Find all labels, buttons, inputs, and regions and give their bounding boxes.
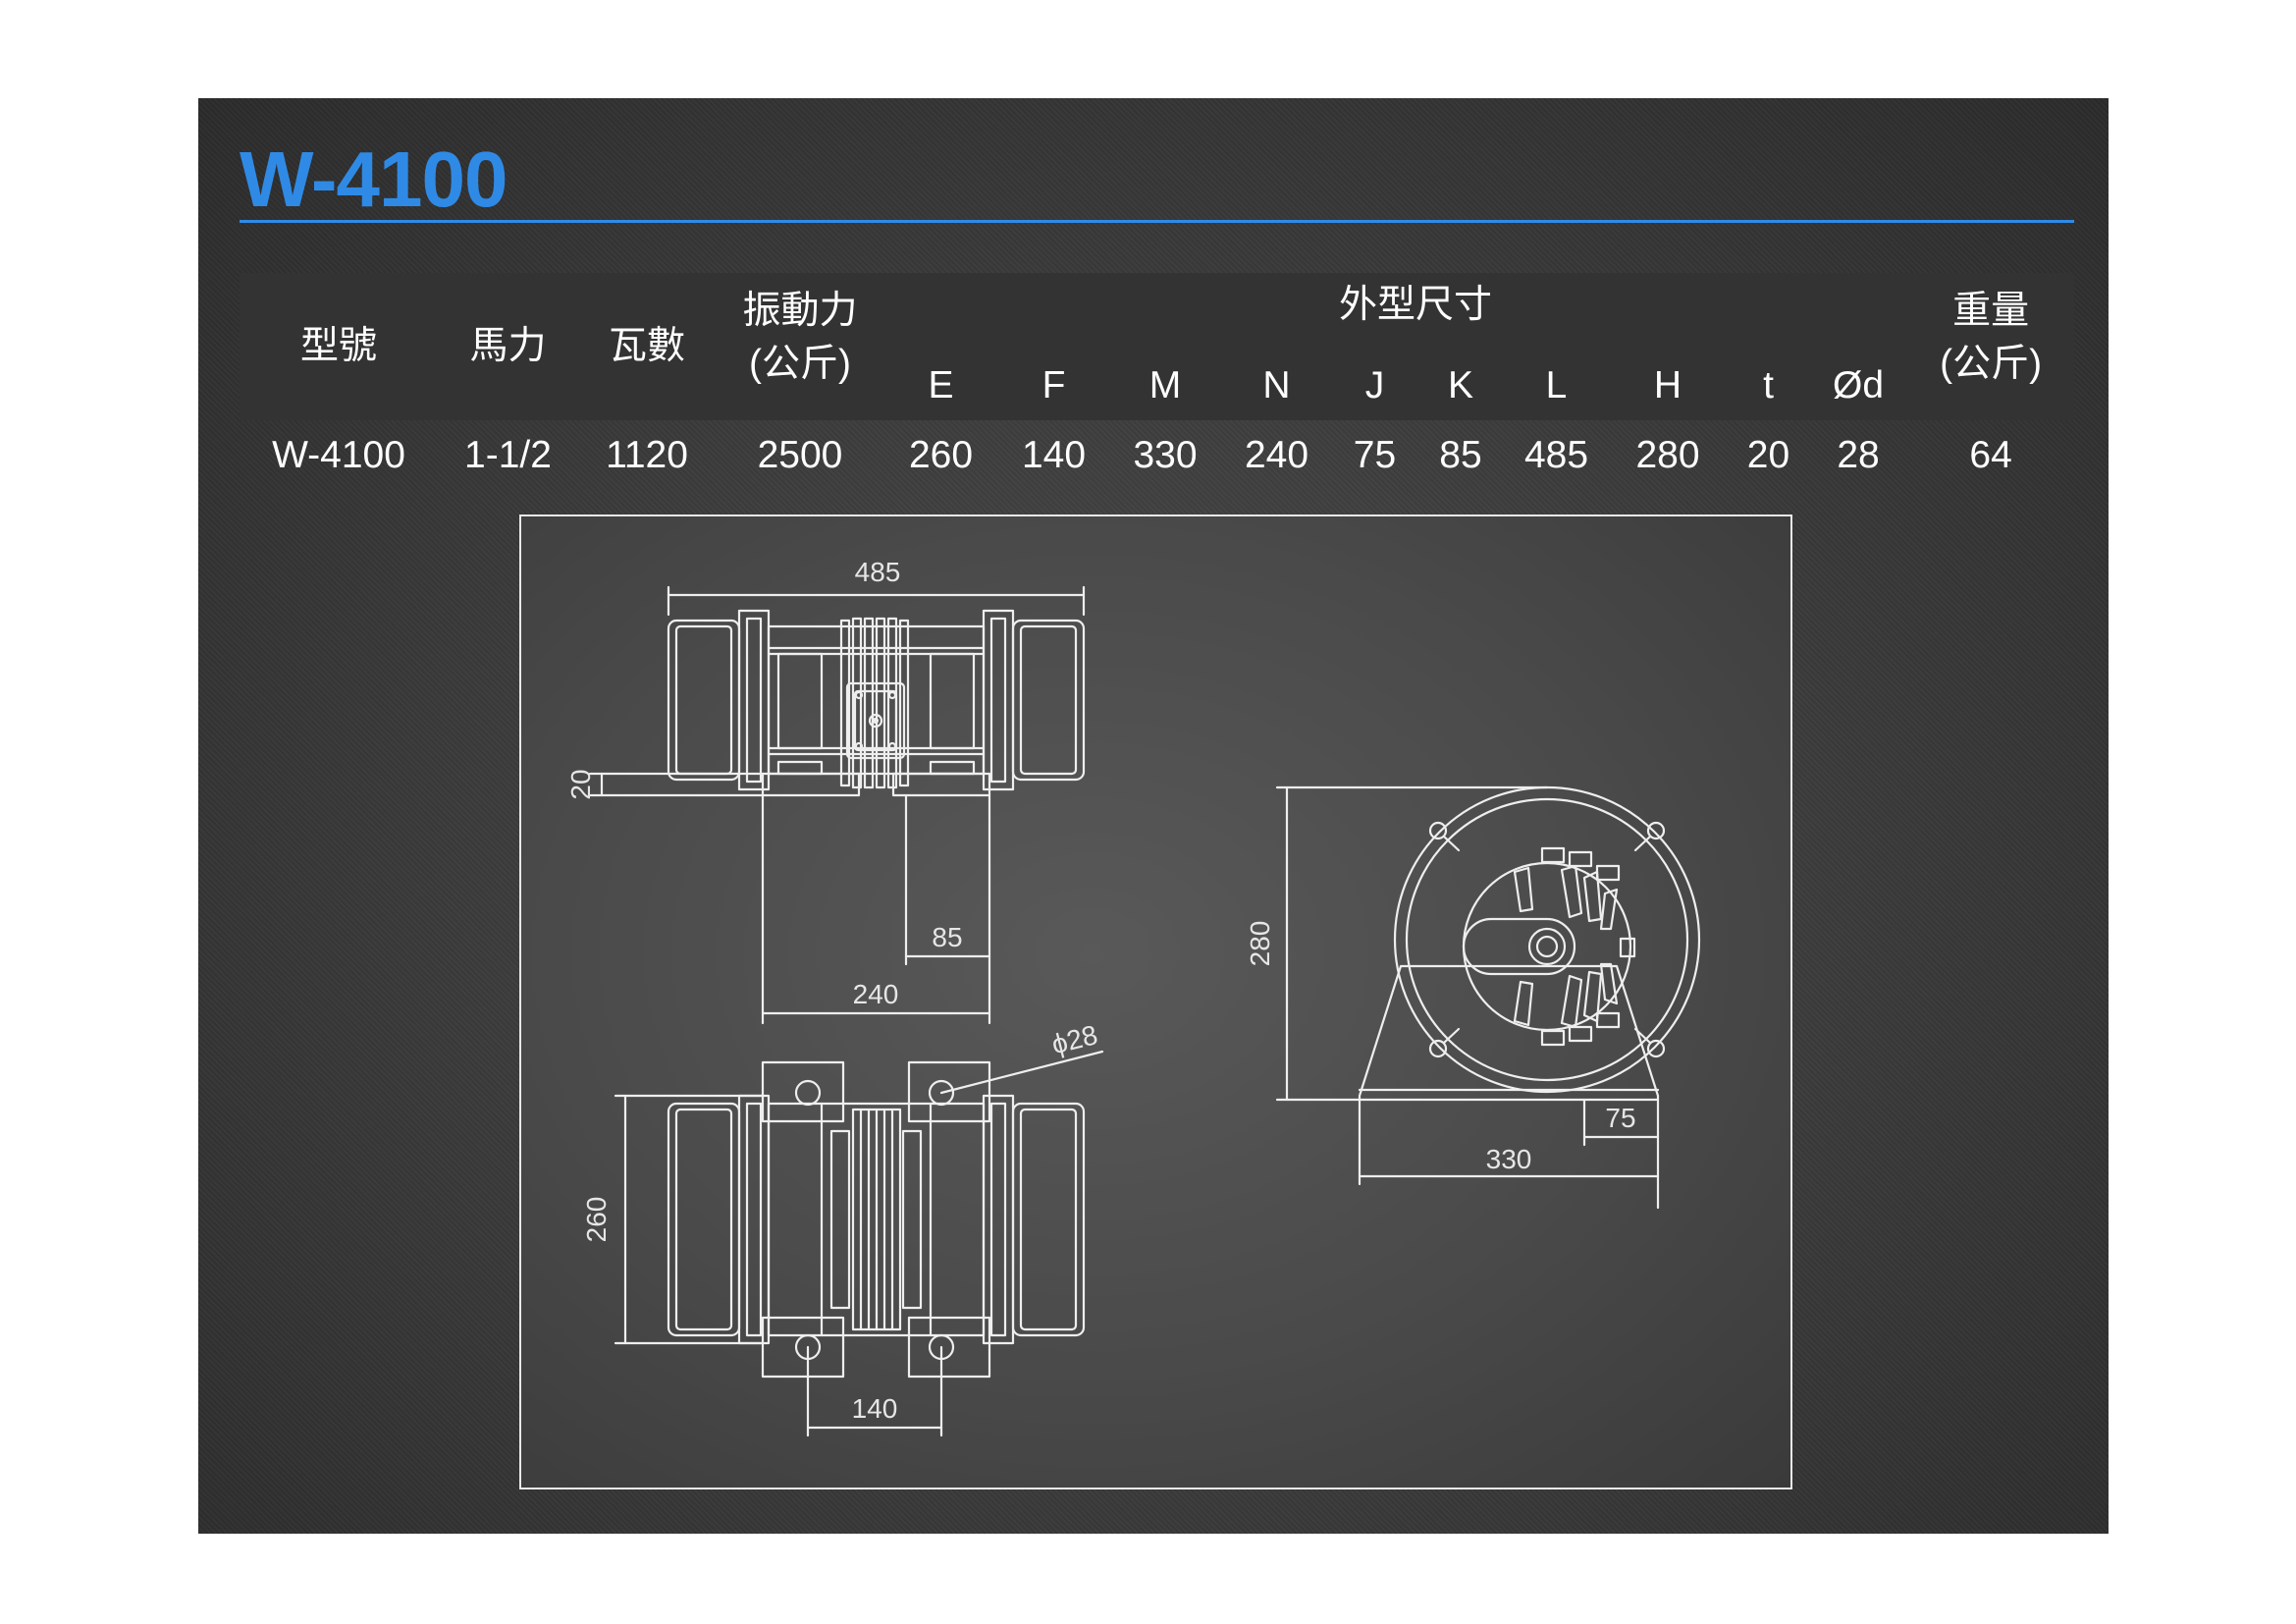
cell-dim-h: 280 <box>1635 434 1700 476</box>
front-view <box>588 585 1086 1025</box>
header-dim-l: L <box>1545 364 1568 406</box>
plan-view <box>614 1050 1104 1437</box>
header-dimensions-group: 外型尺寸 <box>1339 284 1493 326</box>
header-watts: 瓦數 <box>608 325 685 367</box>
header-weight-unit: (公斤) <box>1940 343 2043 385</box>
cell-dim-k: 85 <box>1439 434 1482 476</box>
dim-label-260: 260 <box>581 1197 612 1243</box>
header-dim-j: J <box>1364 364 1385 406</box>
cell-weight: 64 <box>1969 434 2012 476</box>
cell-dim-f: 140 <box>1021 434 1087 476</box>
dim-label-485: 485 <box>855 557 901 587</box>
table-header-row-top: 型號 馬力 瓦數 振動力 外型尺寸 重量 <box>240 273 2075 367</box>
spec-table: 型號 馬力 瓦數 振動力 外型尺寸 重量 (公斤) E F M N J K L … <box>240 273 2075 491</box>
side-view <box>1275 785 1701 1210</box>
cell-watts: 1120 <box>606 434 688 476</box>
spec-sheet: W-4100 型號 馬力 瓦數 振動力 外型尺寸 重量 (公斤) E F M N <box>198 98 2109 1534</box>
cell-model: W-4100 <box>272 434 405 476</box>
dim-label-280: 280 <box>1245 921 1275 967</box>
dim-label-330: 330 <box>1486 1144 1532 1174</box>
cell-vibration-force: 2500 <box>757 434 843 476</box>
header-dim-h: H <box>1653 364 1682 406</box>
header-model: 型號 <box>299 325 377 367</box>
dim-label-240: 240 <box>853 979 899 1009</box>
cell-dim-t: 20 <box>1746 434 1790 476</box>
table-row: W-4100 1-1/2 1120 2500 260 140 330 240 7… <box>240 420 2074 491</box>
cell-dim-l: 485 <box>1523 434 1589 476</box>
page-title: W-4100 <box>240 135 508 223</box>
header-horsepower: 馬力 <box>469 325 547 367</box>
dim-label-20: 20 <box>565 769 596 799</box>
cell-horsepower: 1-1/2 <box>464 434 552 476</box>
dim-label-85: 85 <box>932 922 962 952</box>
header-dim-od: Ød <box>1833 364 1885 406</box>
header-dim-k: K <box>1447 364 1473 406</box>
technical-drawing: 485 20 85 240 ϕ28 260 140 280 75 330 <box>519 514 1792 1489</box>
header-dim-f: F <box>1041 364 1066 406</box>
cell-dim-j: 75 <box>1353 434 1397 476</box>
header-weight: 重量 <box>1952 290 2030 332</box>
dim-label-140: 140 <box>852 1393 898 1424</box>
cell-dim-m: 330 <box>1133 434 1198 476</box>
header-dim-t: t <box>1763 364 1774 406</box>
title-underline <box>240 220 2074 223</box>
header-dim-n: N <box>1262 364 1291 406</box>
cell-dim-n: 240 <box>1244 434 1309 476</box>
dim-label-75: 75 <box>1605 1103 1635 1133</box>
header-dim-e: E <box>928 364 954 406</box>
header-vibration-force-unit: (公斤) <box>749 343 851 385</box>
cell-dim-e: 260 <box>908 434 974 476</box>
header-dim-m: M <box>1148 364 1182 406</box>
header-vibration-force: 振動力 <box>742 290 858 332</box>
cell-dim-od: 28 <box>1837 434 1880 476</box>
